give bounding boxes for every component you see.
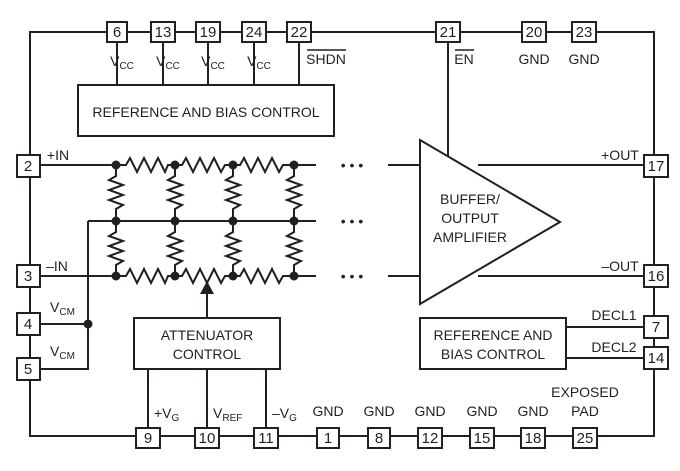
gnd-label-23: GND	[568, 51, 599, 67]
decl1-label: DECL1	[591, 307, 636, 323]
left-pins: 2 3 4 5	[16, 154, 41, 381]
attenuator-resistor-network	[40, 155, 316, 329]
exposed-label: EXPOSED	[551, 384, 619, 400]
gnd-label-8: GND	[363, 403, 394, 419]
vg-neg-label: –VG	[272, 405, 297, 424]
vcm-label-4: VCM	[50, 299, 75, 318]
attenuator-label-1: ATTENUATOR	[161, 327, 254, 343]
pin-5: 5	[24, 361, 32, 378]
reference-bias-control-right-block	[419, 317, 567, 370]
pin-24: 24	[246, 24, 263, 41]
vcm-label-5: VCM	[50, 343, 75, 362]
ellipsis-bottom: • • •	[341, 268, 364, 284]
vcc-label-13: VCC	[156, 53, 180, 72]
buffer-label-2: OUTPUT	[441, 210, 499, 226]
pin-7: 7	[652, 319, 660, 336]
vcc-label-24: VCC	[247, 53, 271, 72]
ellipsis-top: • • •	[341, 157, 364, 173]
vref-label: VREF	[213, 405, 242, 424]
attenuator-label-2: CONTROL	[173, 346, 242, 362]
pin-21: 21	[440, 24, 457, 41]
vcc-label-19: VCC	[201, 53, 225, 72]
pin-15: 15	[474, 430, 491, 447]
right-pins: 17 16 7 14	[643, 154, 669, 370]
pin-1: 1	[324, 430, 332, 447]
pin-16: 16	[648, 268, 665, 285]
vg-pos-label: +VG	[154, 405, 180, 424]
pin-23: 23	[576, 24, 593, 41]
reference-bias-right-label-1: REFERENCE AND	[433, 327, 552, 343]
pin-10: 10	[199, 430, 216, 447]
pin-17: 17	[648, 158, 665, 175]
in-pos-label: +IN	[47, 147, 69, 163]
pin-3: 3	[24, 268, 32, 285]
shdn-label: SHDN	[306, 51, 346, 67]
pin-9: 9	[144, 430, 152, 447]
pin-20: 20	[526, 24, 543, 41]
reference-bias-control-block	[77, 84, 335, 137]
ellipsis-middle: • • •	[341, 213, 364, 229]
top-wiring	[116, 42, 449, 158]
pin-12: 12	[422, 430, 439, 447]
en-label: EN	[454, 51, 473, 67]
pin-8: 8	[375, 430, 383, 447]
gnd-label-18: GND	[517, 403, 548, 419]
gnd-label-12: GND	[414, 403, 445, 419]
buffer-amplifier-triangle	[419, 138, 562, 306]
pad-label: PAD	[571, 403, 599, 419]
in-neg-label: –IN	[46, 258, 68, 274]
gnd-label-15: GND	[466, 403, 497, 419]
package-outline	[29, 31, 655, 437]
pin-6: 6	[113, 24, 121, 41]
attenuator-control-block	[133, 317, 281, 370]
vcc-label-6: VCC	[110, 53, 134, 72]
vcm-wire-5	[40, 324, 89, 370]
buffer-label-1: BUFFER/	[440, 191, 500, 207]
pin-22: 22	[291, 24, 308, 41]
bottom-pins: 9 10 11 1 8 12 15 18 25	[135, 427, 598, 449]
decl2-label: DECL2	[591, 339, 636, 355]
pin-14: 14	[648, 350, 665, 367]
top-pins: 6 13 19 24 22 21 20 23	[106, 21, 597, 43]
gnd-label-1: GND	[312, 403, 343, 419]
gnd-label-20: GND	[518, 51, 549, 67]
pin-19: 19	[200, 24, 217, 41]
pin-18: 18	[525, 430, 542, 447]
pin-25: 25	[577, 430, 594, 447]
pin-13: 13	[155, 24, 172, 41]
pin-11: 11	[258, 430, 274, 447]
out-neg-label: –OUT	[601, 258, 639, 274]
pin-2: 2	[24, 158, 32, 175]
pin-4: 4	[24, 316, 32, 333]
out-pos-label: +OUT	[601, 147, 639, 163]
reference-bias-control-label: REFERENCE AND BIAS CONTROL	[92, 104, 319, 120]
reference-bias-right-label-2: BIAS CONTROL	[441, 346, 545, 362]
buffer-label-3: AMPLIFIER	[433, 229, 507, 245]
